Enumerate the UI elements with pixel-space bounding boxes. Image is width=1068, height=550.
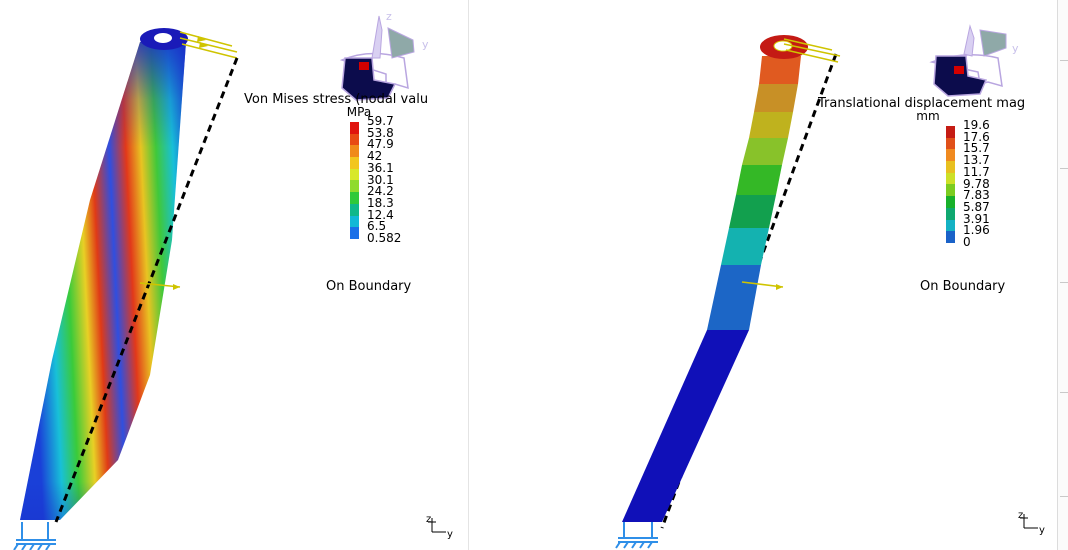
legend-title: Von Mises stress (nodal valu <box>244 92 429 107</box>
fixed-support-icon <box>13 522 56 550</box>
legend-value: 15.7 <box>963 141 990 156</box>
legend-value: 17.6 <box>963 129 990 144</box>
color-scale-segment <box>350 215 359 228</box>
mid-load-arrowhead <box>173 284 180 290</box>
legend-value: 1.96 <box>963 223 990 238</box>
color-scale-bar <box>350 122 359 239</box>
legend-value: 7.83 <box>963 188 990 203</box>
legend-value: 36.1 <box>367 160 394 175</box>
legend-value: 53.8 <box>367 125 394 140</box>
color-scale-segment <box>350 180 359 193</box>
axis-triad-icon <box>428 518 446 533</box>
triad-z-label: z <box>1018 510 1023 521</box>
color-scale-segment <box>350 157 359 169</box>
vertical-scrollbar[interactable] <box>1057 0 1068 550</box>
color-scale-segment <box>350 133 359 146</box>
legend-value: 12.4 <box>367 207 394 222</box>
legend-title: Translational displacement mag <box>818 96 1026 111</box>
color-scale-segment <box>946 149 955 162</box>
color-scale-segment <box>350 227 359 239</box>
legend-value: 6.5 <box>367 219 387 234</box>
color-scale-segment <box>350 122 359 134</box>
color-scale-segment <box>350 145 359 158</box>
triad-y-label: y <box>1039 525 1045 536</box>
color-scale-segment <box>946 231 955 243</box>
scroll-tick <box>1060 168 1068 169</box>
color-scale-segment <box>946 219 955 232</box>
color-scale-segment <box>946 207 955 220</box>
displacement-viewport[interactable]: y z y Translational displacement mag mm … <box>472 0 1056 550</box>
triad-y-label: y <box>447 529 453 540</box>
color-scale-segment <box>350 168 359 181</box>
beam-eye-hole <box>773 40 793 52</box>
legend-value: 47.9 <box>367 137 394 152</box>
stress-viewport[interactable]: z y z y Von Mises stress (nodal valu MPa… <box>0 0 468 550</box>
compass-y-label: y <box>422 38 429 51</box>
color-scale-bar <box>946 126 955 243</box>
stress-scene: z y z y <box>13 10 453 550</box>
legend-value: 59.7 <box>367 114 394 128</box>
legend-unit: MPa <box>346 105 372 119</box>
color-scale-segment <box>946 137 955 150</box>
legend-value: 0 <box>963 235 971 250</box>
color-scale-segment <box>946 184 955 197</box>
scroll-tick <box>1060 60 1068 61</box>
legend-value: 13.7 <box>963 153 990 168</box>
color-scale-segment <box>946 161 955 173</box>
beam-eye-hole <box>154 33 172 43</box>
view-compass-icon: y <box>929 24 1019 97</box>
top-load-arrows <box>179 31 238 59</box>
legend-value: 30.1 <box>367 172 394 187</box>
top-load-arrowheads <box>197 36 208 48</box>
legend-value: 9.78 <box>963 176 990 191</box>
compass-y-label: y <box>1012 42 1019 55</box>
mid-load-arrowhead <box>776 284 783 290</box>
color-scale-segment <box>946 172 955 185</box>
scroll-tick <box>1060 496 1068 497</box>
displacement-scene: y z y <box>615 24 1045 549</box>
legend-footer: On Boundary <box>920 279 1006 294</box>
legend-value: 42 <box>367 149 383 164</box>
color-scale-segment <box>350 203 359 216</box>
legend-value: 24.2 <box>367 184 394 199</box>
legend-value: 18.3 <box>367 195 394 210</box>
legend-value: 3.91 <box>963 211 990 226</box>
displacement-beam <box>622 56 801 522</box>
view-compass-icon: z y <box>339 10 429 101</box>
legend-unit: mm <box>916 109 940 123</box>
fixed-support-icon <box>615 522 658 549</box>
legend-value: 0.582 <box>367 231 402 246</box>
color-scale-segment <box>946 126 955 138</box>
color-scale-segment <box>350 192 359 204</box>
stress-beam-shade <box>20 42 186 520</box>
axis-triad-icon <box>1020 514 1038 529</box>
scroll-tick <box>1060 282 1068 283</box>
legend-value: 11.7 <box>963 164 990 179</box>
legend-footer: On Boundary <box>326 279 412 294</box>
legend-value: 19.6 <box>963 118 990 132</box>
triad-z-label: z <box>426 514 431 525</box>
scroll-tick <box>1060 392 1068 393</box>
color-scale-segment <box>946 196 955 208</box>
viewport-divider[interactable] <box>468 0 473 550</box>
legend-value: 5.87 <box>963 199 990 214</box>
compass-z-label: z <box>386 10 392 23</box>
top-load-arrows <box>783 38 841 63</box>
